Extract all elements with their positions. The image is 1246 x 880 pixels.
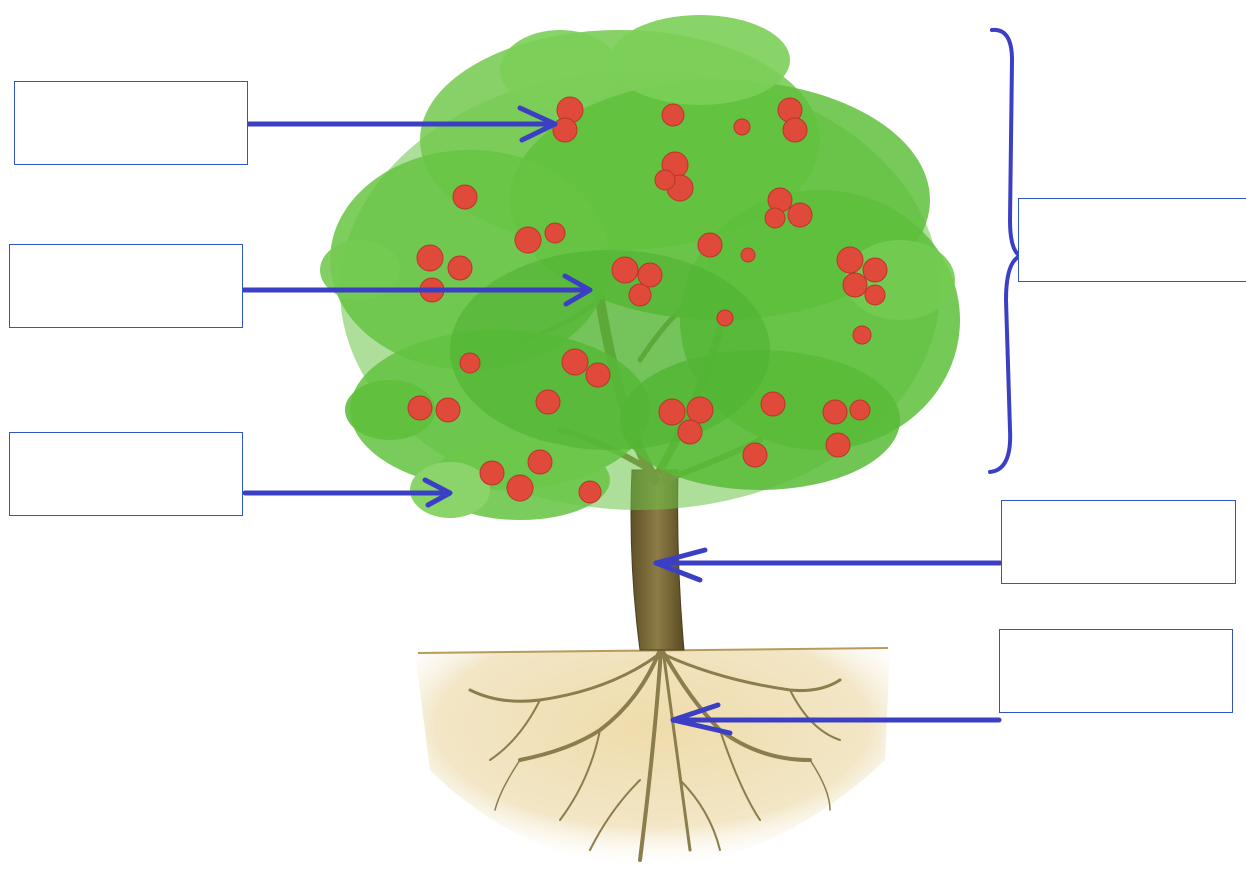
label-box-leaf[interactable]: [9, 432, 243, 516]
label-box-branch[interactable]: [9, 244, 243, 328]
curly-brace-crown: [990, 30, 1020, 472]
label-box-trunk[interactable]: [1001, 500, 1236, 584]
label-box-crown[interactable]: [1018, 198, 1246, 282]
label-box-root[interactable]: [999, 629, 1233, 713]
arrow-to-trunk: [656, 550, 1000, 580]
label-box-fruit[interactable]: [14, 81, 248, 165]
